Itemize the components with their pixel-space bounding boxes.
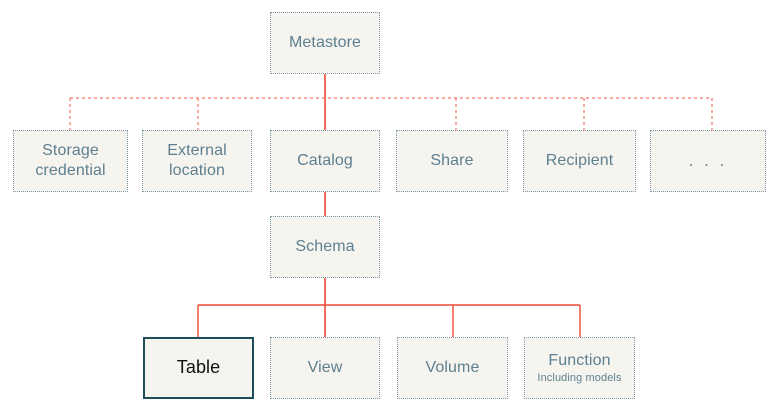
node-view[interactable]: View (270, 337, 380, 399)
node-recipient[interactable]: Recipient (523, 130, 636, 192)
node-storage-credential[interactable]: Storage credential (13, 130, 128, 192)
node-volume-label: Volume (425, 359, 480, 377)
node-external-location[interactable]: External location (142, 130, 252, 192)
node-schema-label: Schema (295, 238, 355, 256)
node-external-location-label: External location (167, 142, 227, 179)
node-catalog-label: Catalog (297, 152, 353, 170)
node-table-label: Table (176, 357, 221, 378)
node-recipient-label: Recipient (545, 152, 614, 170)
node-more-label: . . . (688, 150, 728, 170)
node-function[interactable]: Function Including models (524, 337, 635, 399)
node-more[interactable]: . . . (650, 130, 766, 192)
node-function-sublabel: Including models (537, 371, 622, 384)
node-table[interactable]: Table (143, 337, 254, 399)
node-view-label: View (307, 359, 343, 377)
node-storage-credential-label: Storage credential (35, 142, 106, 179)
node-share-label: Share (430, 152, 474, 170)
node-catalog[interactable]: Catalog (270, 130, 380, 192)
node-schema[interactable]: Schema (270, 216, 380, 278)
node-volume[interactable]: Volume (397, 337, 508, 399)
node-function-label: Function (548, 352, 611, 370)
node-share[interactable]: Share (396, 130, 508, 192)
node-metastore-label: Metastore (288, 34, 362, 52)
node-metastore[interactable]: Metastore (270, 12, 380, 74)
